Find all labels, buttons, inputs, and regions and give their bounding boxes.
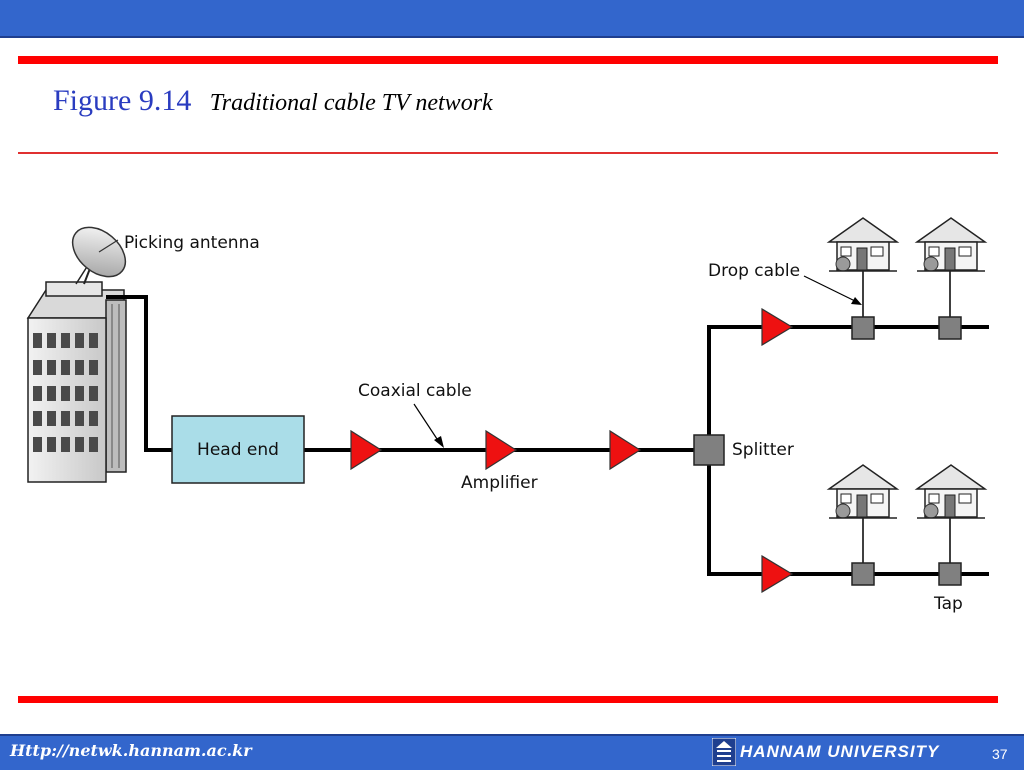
bottom-red-rule: [18, 696, 998, 703]
footer-url: Http://netwk.hannam.ac.kr: [10, 741, 252, 760]
amplifier-4: [761, 307, 794, 347]
satellite-dish-icon: [71, 226, 127, 285]
drop-cable-label: Drop cable: [708, 261, 800, 281]
head-end-box: [171, 415, 305, 484]
house-icon-4: [914, 464, 988, 519]
tap-1: [851, 316, 875, 340]
drop-cable-arrow: [803, 275, 862, 305]
top-bar: [0, 0, 1024, 38]
bottom-bar: [0, 734, 1024, 770]
university-logo-icon: [712, 738, 736, 766]
amplifier-icons: [350, 307, 794, 594]
tap-icons: [851, 316, 962, 586]
slide-title: Figure 9.14 Traditional cable TV network: [53, 84, 493, 118]
amplifier-5: [761, 554, 794, 594]
drop-cables: [862, 270, 951, 565]
tap-2: [938, 316, 962, 340]
coaxial-arrow: [413, 403, 444, 448]
amplifier-label: Amplifier: [461, 473, 538, 493]
figure-number: Figure 9.14: [53, 84, 192, 117]
tap-3: [851, 562, 875, 586]
antenna-label: Picking antenna: [124, 233, 260, 253]
tap-4: [938, 562, 962, 586]
top-red-rule: [18, 56, 998, 64]
tap-label: Tap: [933, 594, 963, 614]
page-number: 37: [992, 746, 1008, 762]
house-icon-1: [826, 217, 900, 272]
head-end-label: Head end: [197, 440, 279, 460]
title-underline: [18, 152, 998, 154]
coaxial-label: Coaxial cable: [358, 381, 472, 401]
university-name: HANNAM UNIVERSITY: [740, 742, 940, 761]
splitter-box: [693, 434, 725, 466]
amplifier-1: [350, 429, 383, 471]
amplifier-2: [485, 429, 518, 471]
house-icon-3: [826, 464, 900, 519]
building-icon: [26, 281, 127, 483]
splitter-label: Splitter: [732, 440, 794, 460]
figure-caption: Traditional cable TV network: [209, 90, 493, 116]
amplifier-3: [609, 429, 642, 471]
house-icon-2: [914, 217, 988, 272]
